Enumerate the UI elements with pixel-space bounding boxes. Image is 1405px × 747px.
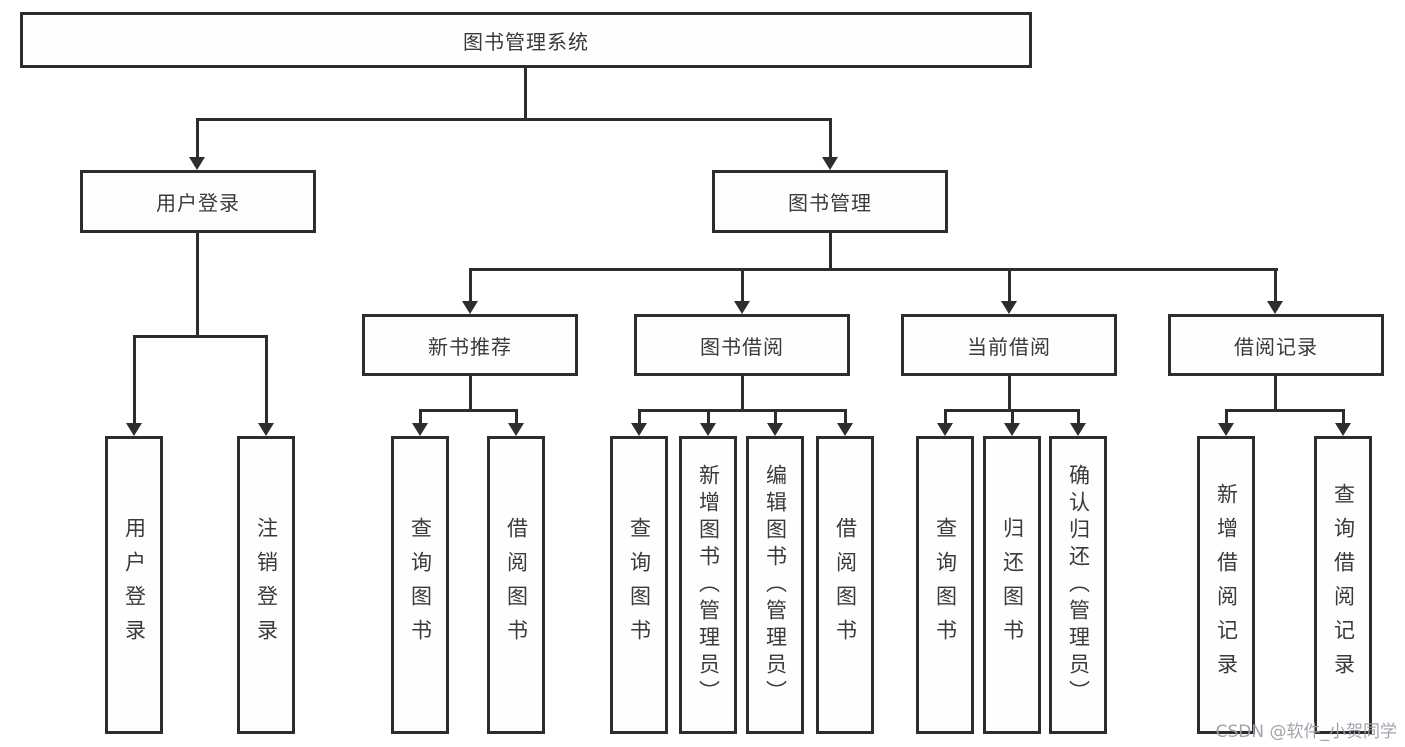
connector-borrow-bar [638, 409, 847, 412]
arrow-down-icon [767, 423, 783, 436]
connector-book-mgmt-stem [829, 118, 832, 159]
connector-current-stem [1008, 376, 1011, 410]
node-book-mgmt-label: 图书管理 [788, 191, 872, 215]
arrow-down-icon [1218, 423, 1234, 436]
leaf-label: 编辑图书（管理员） [763, 463, 788, 707]
arrow-down-icon [937, 423, 953, 436]
arrow-down-icon [631, 423, 647, 436]
arrow-down-icon [822, 157, 838, 170]
node-borrow-records: 借阅记录 [1168, 314, 1384, 376]
arrow-down-icon [1335, 423, 1351, 436]
connector-level3-bar [469, 268, 1278, 271]
leaf-label: 查询图书 [933, 517, 958, 653]
leaf-label: 注销登录 [254, 517, 279, 653]
node-leaf-cb-query-book: 查询图书 [916, 436, 974, 734]
csdn-watermark: CSDN @软件_小贺同学 [1215, 722, 1397, 742]
leaf-label: 归还图书 [1000, 517, 1025, 653]
connector-borrow-stem [741, 376, 744, 410]
arrow-down-icon [837, 423, 853, 436]
connector-leaf-stem [1011, 409, 1014, 424]
arrow-down-icon [412, 423, 428, 436]
node-book-mgmt: 图书管理 [712, 170, 948, 233]
arrow-down-icon [1267, 301, 1283, 314]
connector-records-bar [1225, 409, 1345, 412]
connector-rec-stem [469, 376, 472, 410]
connector-leaf-stem [707, 409, 710, 424]
node-book-borrow: 图书借阅 [634, 314, 850, 376]
node-root-label: 图书管理系统 [463, 29, 589, 54]
connector-user-branch-bar [133, 335, 268, 338]
leaf-label: 查询图书 [408, 517, 433, 653]
node-leaf-user-login: 用户登录 [105, 436, 163, 734]
connector-level3-stem [1274, 268, 1277, 302]
node-leaf-bb-borrow-book: 借阅图书 [816, 436, 874, 734]
connector-leaf-stem [419, 409, 422, 424]
node-new-book-rec-label: 新书推荐 [428, 334, 512, 359]
node-leaf-bb-add-book-admin: 新增图书（管理员） [679, 436, 737, 734]
node-leaf-br-query-record: 查询借阅记录 [1314, 436, 1372, 734]
node-leaf-logout: 注销登录 [237, 436, 295, 734]
node-leaf-bb-query-book: 查询图书 [610, 436, 668, 734]
arrow-down-icon [462, 301, 478, 314]
node-leaf-cb-return-book: 归还图书 [983, 436, 1041, 734]
connector-leaf-stem [515, 409, 518, 424]
arrow-down-icon [258, 423, 274, 436]
connector-level3-stem [1008, 268, 1011, 302]
arrow-down-icon [508, 423, 524, 436]
connector-root-stem [524, 68, 527, 119]
node-leaf-rec-borrow-book: 借阅图书 [487, 436, 545, 734]
node-user-login-label: 用户登录 [156, 191, 240, 215]
leaf-label: 新增借阅记录 [1214, 483, 1239, 687]
arrow-down-icon [189, 157, 205, 170]
leaf-label: 查询图书 [627, 517, 652, 653]
connector-user-login-stem [196, 118, 199, 159]
arrow-down-icon [1004, 423, 1020, 436]
leaf-label: 借阅图书 [833, 517, 858, 653]
node-new-book-rec: 新书推荐 [362, 314, 578, 376]
node-leaf-cb-confirm-return-admin: 确认归还（管理员） [1049, 436, 1107, 734]
connector-level3-stem [741, 268, 744, 302]
connector-level3-stem [469, 268, 472, 302]
connector-leaf-stem [1342, 409, 1345, 424]
arrow-down-icon [1001, 301, 1017, 314]
connector-leaf-stem [944, 409, 947, 424]
connector-records-stem [1274, 376, 1277, 410]
node-leaf-bb-edit-book-admin: 编辑图书（管理员） [746, 436, 804, 734]
connector-level1-bar [196, 118, 832, 121]
connector-leaf-stem [638, 409, 641, 424]
leaf-label: 借阅图书 [504, 517, 529, 653]
connector-leaf-stem [1077, 409, 1080, 424]
connector-user-branch-stem [196, 233, 199, 336]
node-borrow-records-label: 借阅记录 [1234, 334, 1318, 359]
leaf-label: 查询借阅记录 [1331, 483, 1356, 687]
connector-leaf-stem [265, 335, 268, 424]
node-user-login: 用户登录 [80, 170, 316, 233]
leaf-label: 新增图书（管理员） [696, 463, 721, 707]
node-leaf-rec-query-book: 查询图书 [391, 436, 449, 734]
connector-mgmt-branch-stem [829, 233, 832, 269]
leaf-label: 确认归还（管理员） [1066, 463, 1091, 707]
arrow-down-icon [1070, 423, 1086, 436]
arrow-down-icon [734, 301, 750, 314]
node-book-borrow-label: 图书借阅 [700, 334, 784, 359]
node-current-borrow: 当前借阅 [901, 314, 1117, 376]
connector-leaf-stem [774, 409, 777, 424]
connector-leaf-stem [133, 335, 136, 424]
connector-leaf-stem [1225, 409, 1228, 424]
node-leaf-br-add-record: 新增借阅记录 [1197, 436, 1255, 734]
connector-leaf-stem [844, 409, 847, 424]
arrow-down-icon [126, 423, 142, 436]
arrow-down-icon [700, 423, 716, 436]
connector-rec-bar [419, 409, 518, 412]
node-current-borrow-label: 当前借阅 [967, 334, 1051, 359]
leaf-label: 用户登录 [122, 517, 147, 653]
node-root: 图书管理系统 [20, 12, 1032, 68]
